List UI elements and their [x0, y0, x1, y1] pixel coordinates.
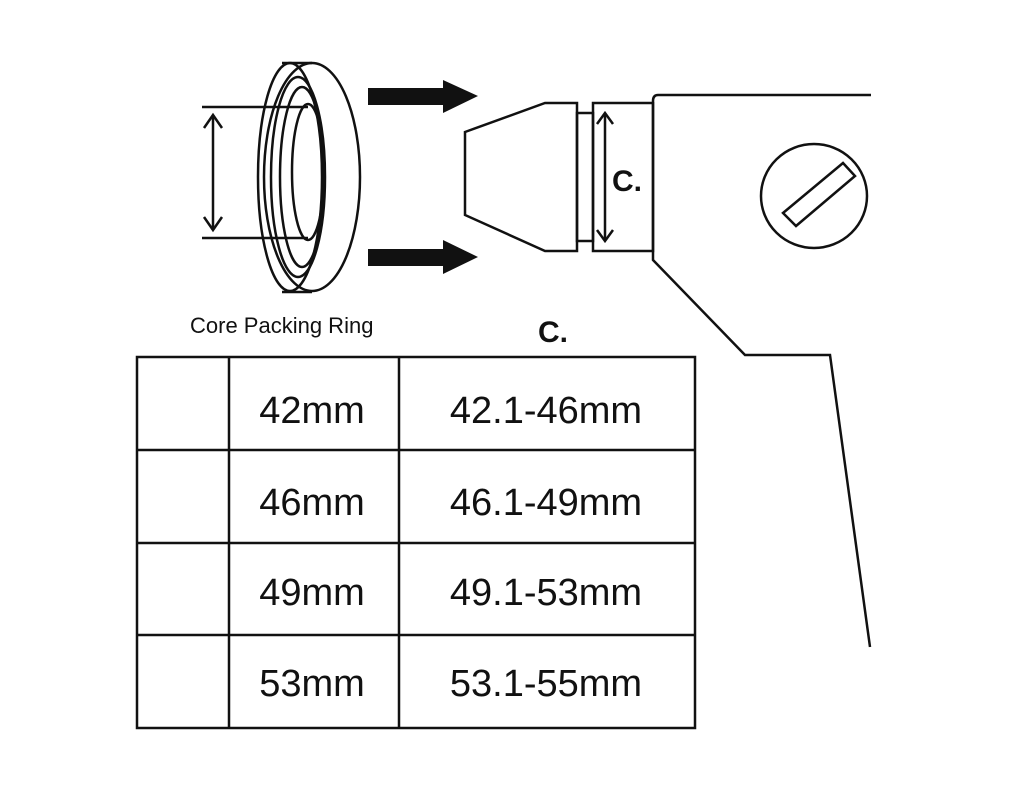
table-row: 53mm 53.1-55mm — [259, 663, 642, 705]
dimension-label: C. — [612, 165, 642, 198]
fit-range: 46.1-49mm — [450, 482, 642, 524]
insert-arrow-bottom — [368, 240, 478, 274]
insert-arrow-top — [368, 80, 478, 113]
column-label: C. — [538, 316, 568, 349]
ring-diameter-arrow — [202, 112, 224, 233]
ring-size: 46mm — [259, 482, 365, 524]
fit-range: 53.1-55mm — [450, 663, 642, 705]
table-row: 49mm 49.1-53mm — [259, 572, 642, 614]
ring-label: Core Packing Ring — [190, 313, 373, 338]
drill-illustration — [463, 93, 872, 648]
ring-size: 42mm — [259, 390, 365, 432]
chuck-dimension-arrow — [595, 110, 615, 244]
size-table — [135, 355, 697, 730]
fit-range: 49.1-53mm — [450, 572, 642, 614]
ring-size: 49mm — [259, 572, 365, 614]
ring-size: 53mm — [259, 663, 365, 705]
fit-range: 42.1-46mm — [450, 390, 642, 432]
table-row: 42mm 42.1-46mm — [259, 390, 642, 432]
table-row: 46mm 46.1-49mm — [259, 482, 642, 524]
core-packing-ring-illustration — [202, 61, 362, 294]
